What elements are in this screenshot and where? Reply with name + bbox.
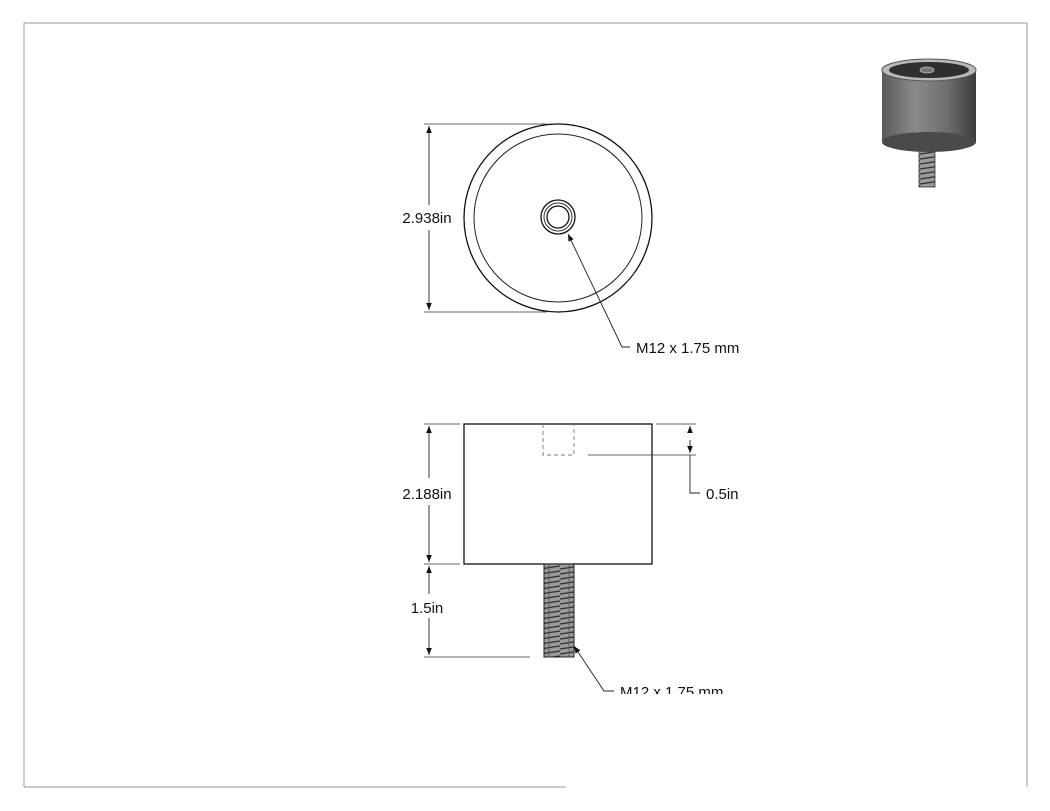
side-view: 2.188in 1.5in 0.5in M12 x 1.75 mm [402,423,739,701]
body-height-dimension-label: 2.188in [402,486,451,503]
outer-rim-circle [463,123,653,313]
hole-depth-dimension-label: 0.5in [706,486,739,503]
inner-face-circle [473,133,643,303]
stud-length-dimension-label: 1.5in [411,600,444,617]
thread-callout-label: M12 x 1.75 mm [636,340,739,357]
threaded-stud [543,563,575,658]
threaded-hole-thread [543,202,573,232]
threaded-hole-outer [540,199,576,235]
cylinder-body-outline [463,423,653,565]
isometric-view [881,58,977,188]
top-view: 2.938in M12 x 1.75 mm [402,123,739,357]
threaded-hole-inner [546,205,570,229]
stud-thread-callout-label: M12 x 1.75 mm [620,684,723,701]
sheet-border [23,22,1028,788]
diameter-dimension-label: 2.938in [402,210,451,227]
